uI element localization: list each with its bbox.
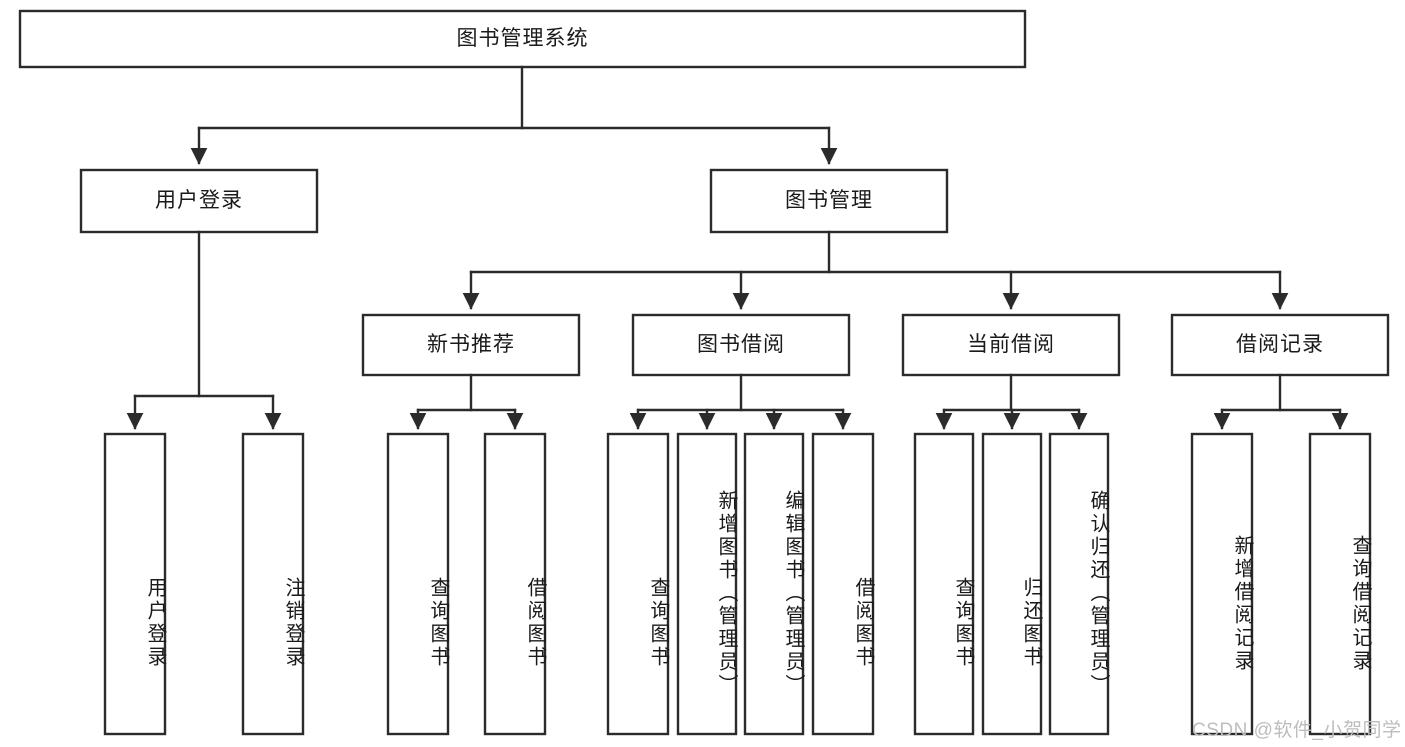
node-box-borrow-record[interactable] (1170, 313, 1390, 377)
node-box-leaf-return-book[interactable] (981, 432, 1043, 736)
node-box-leaf-query-book-2[interactable] (606, 432, 670, 736)
node-box-leaf-borrow-book-1[interactable] (483, 432, 547, 736)
node-box-book-management[interactable] (709, 168, 949, 234)
node-box-user-login[interactable] (79, 168, 319, 234)
node-box-leaf-borrow-book-2[interactable] (811, 432, 875, 736)
csdn-watermark: CSDN @软件_小贺同学 (1192, 720, 1402, 741)
node-box-leaf-add-borrow-record[interactable] (1190, 432, 1254, 736)
node-box-current-borrow[interactable] (901, 313, 1121, 377)
node-box-leaf-logout-login[interactable] (241, 432, 305, 736)
node-box-book-borrow[interactable] (631, 313, 851, 377)
node-box-leaf-confirm-return-admin[interactable] (1048, 432, 1110, 736)
node-box-leaf-add-book-admin[interactable] (676, 432, 738, 736)
node-box-leaf-edit-book-admin[interactable] (743, 432, 805, 736)
node-box-leaf-query-book-3[interactable] (913, 432, 975, 736)
node-box-leaf-query-book-1[interactable] (386, 432, 450, 736)
node-box-new-book-recommend[interactable] (361, 313, 581, 377)
node-box-leaf-user-login[interactable] (103, 432, 167, 736)
node-box-root[interactable] (18, 9, 1027, 69)
node-box-leaf-query-borrow-record[interactable] (1308, 432, 1372, 736)
